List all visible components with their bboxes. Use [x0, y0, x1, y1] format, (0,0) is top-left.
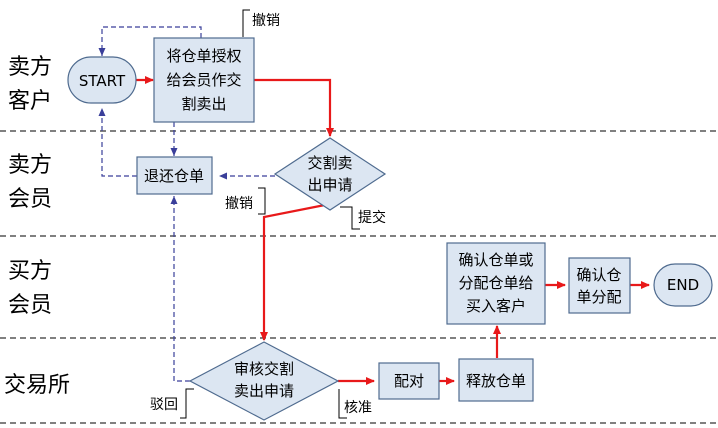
confirm-assign-line-2: 分配仓单给: [458, 274, 533, 292]
authorize-receipt-box: [153, 37, 255, 123]
approve-bracket: [338, 389, 347, 419]
reject-label: 驳回: [150, 397, 178, 413]
confirm-distribution-line-1: 确认仓: [576, 266, 621, 284]
reject-bracket: [180, 388, 194, 419]
submit-request-line-1: 交割卖: [307, 154, 352, 172]
submit-request-diamond: [273, 137, 387, 211]
release-receipt-box: [458, 358, 534, 402]
match-label: 配对: [394, 372, 424, 390]
return-reject-to-receipt: [170, 196, 190, 382]
authorize-line-2: 给会员作交: [166, 71, 241, 89]
flow-submit-to-review: [260, 201, 336, 341]
confirm-assign-line-3: 买入客户: [466, 297, 526, 315]
submit-request-line-2: 出申请: [307, 176, 352, 194]
release-receipt-label: 释放仓单: [466, 372, 526, 390]
revoke-mid-bracket: [258, 187, 266, 215]
confirm-distribution-line-2: 单分配: [576, 288, 621, 306]
return-revoke-authorization: [98, 26, 202, 56]
flow-authorize-to-submit: [254, 78, 334, 137]
revoke-top-bracket: [242, 9, 250, 37]
review-request-diamond: [188, 341, 340, 421]
lane-label-buyer-member-2: 会员: [8, 293, 52, 318]
return-receipt-to-start: [98, 108, 137, 177]
lane-label-seller-member-1: 卖方: [8, 153, 52, 178]
lane-label-seller-client-2: 客户: [8, 89, 52, 114]
revoke-top-label: 撤销: [252, 13, 280, 29]
confirm-assign-line-1: 确认仓单或: [458, 251, 533, 269]
approve-label: 核准: [344, 400, 372, 416]
review-request-line-2: 卖出申请: [234, 382, 294, 400]
start-label: START: [79, 72, 126, 90]
lane-label-seller-member-2: 会员: [8, 187, 52, 212]
confirm-assign-box: [446, 242, 546, 325]
return-receipt-label: 退还仓单: [144, 167, 204, 185]
submit-bracket: [340, 206, 360, 230]
match-box: [378, 362, 440, 400]
review-request-line-1: 审核交割: [234, 360, 294, 378]
end-node: [653, 263, 713, 307]
revoke-mid-label: 撤销: [225, 196, 253, 212]
lane-label-seller-client-1: 卖方: [8, 55, 52, 80]
authorize-line-3: 割卖出: [181, 95, 226, 113]
end-label: END: [667, 276, 699, 294]
lane-label-exchange: 交易所: [4, 373, 70, 398]
lane-label-buyer-member-1: 买方: [8, 259, 52, 284]
start-node: [67, 56, 137, 104]
submit-label: 提交: [358, 209, 386, 226]
return-receipt-box: [136, 156, 213, 195]
authorize-line-1: 将仓单授权: [166, 47, 241, 65]
confirm-distribution-box: [568, 257, 631, 314]
